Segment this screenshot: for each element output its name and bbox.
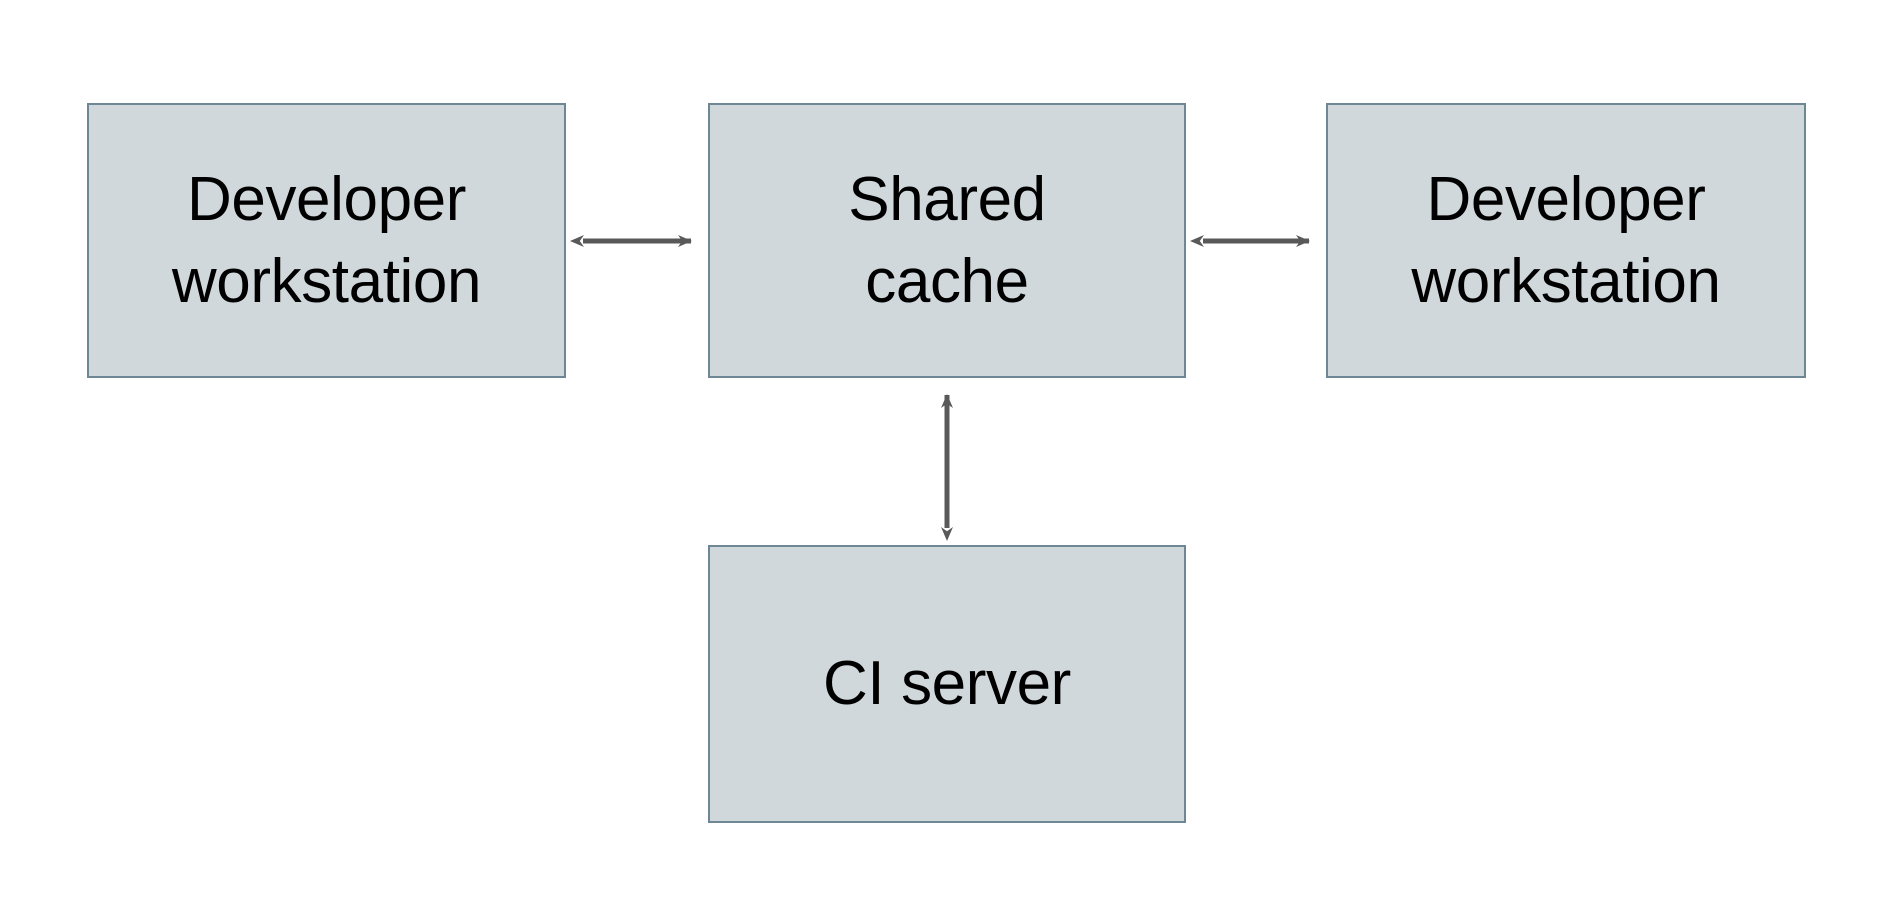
node-ci-server[interactable]: CI server: [708, 545, 1186, 823]
node-shared-cache[interactable]: Shared cache: [708, 103, 1186, 378]
node-label: Developer workstation: [1411, 164, 1721, 316]
node-label: Shared cache: [848, 164, 1046, 316]
node-label: CI server: [823, 649, 1071, 719]
node-label: Developer workstation: [171, 164, 482, 316]
node-developer-workstation-right[interactable]: Developer workstation: [1326, 103, 1806, 378]
node-developer-workstation-left[interactable]: Developer workstation: [87, 103, 566, 378]
